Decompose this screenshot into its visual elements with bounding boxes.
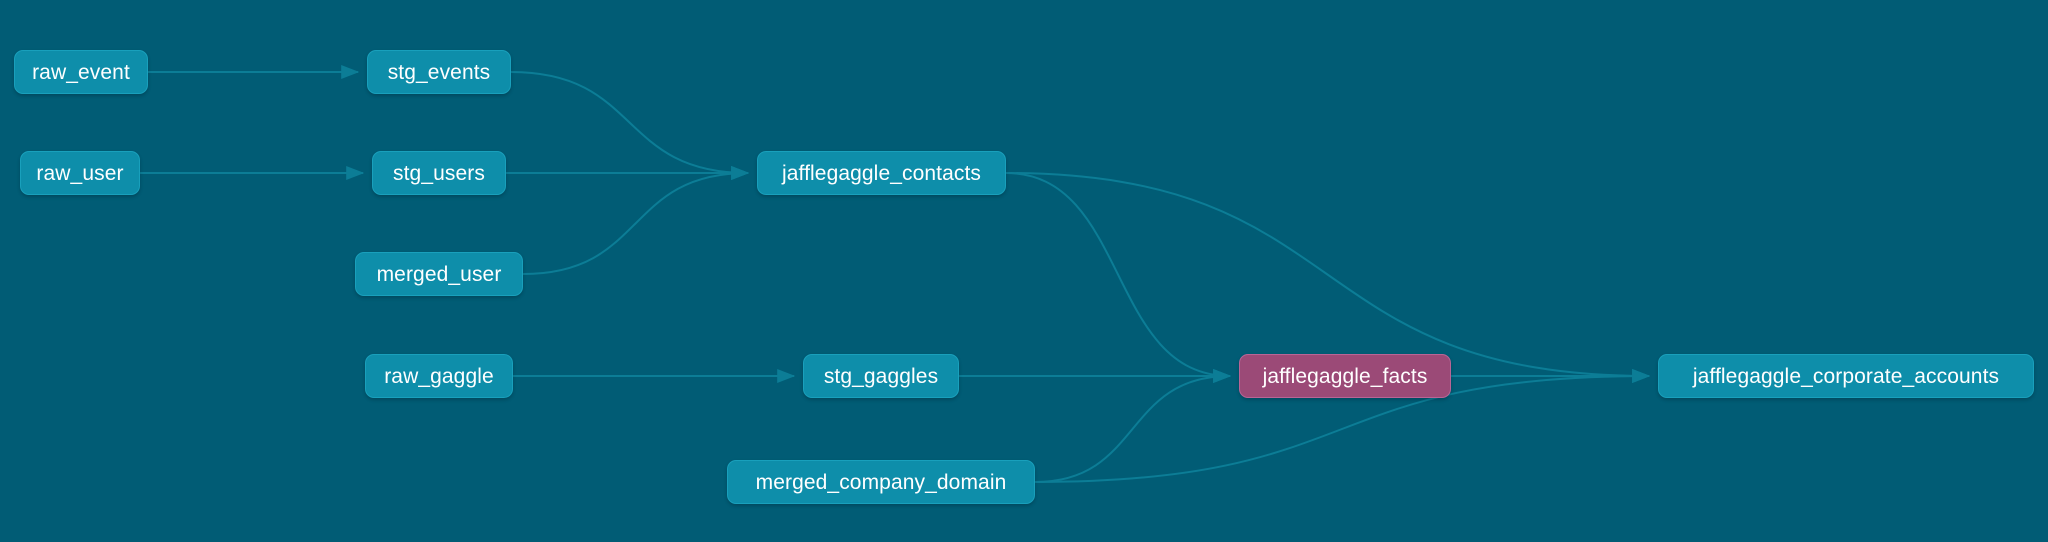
graph-node-label: stg_events bbox=[387, 60, 491, 84]
graph-node-label: jafflegaggle_corporate_accounts bbox=[1692, 364, 2000, 388]
graph-node-stg_gaggles[interactable]: stg_gaggles bbox=[803, 354, 959, 398]
graph-node-raw_event[interactable]: raw_event bbox=[14, 50, 148, 94]
graph-edge-merged_company_domain-to-jafflegaggle_facts bbox=[1034, 369, 1232, 483]
graph-node-raw_user[interactable]: raw_user bbox=[20, 151, 140, 195]
graph-node-jafflegaggle_contacts[interactable]: jafflegaggle_contacts bbox=[757, 151, 1006, 195]
graph-edge-jafflegaggle_contacts-to-jafflegaggle_corporate_accounts bbox=[1005, 172, 1651, 383]
graph-node-label: stg_gaggles bbox=[823, 364, 939, 388]
graph-node-label: stg_users bbox=[393, 161, 485, 185]
graph-node-label: raw_event bbox=[32, 60, 130, 84]
graph-node-label: jafflegaggle_contacts bbox=[781, 161, 982, 185]
graph-node-label: raw_user bbox=[36, 161, 124, 185]
graph-node-label: merged_company_domain bbox=[755, 470, 1007, 494]
graph-node-label: raw_gaggle bbox=[384, 364, 494, 388]
graph-node-jafflegaggle_corporate_accounts[interactable]: jafflegaggle_corporate_accounts bbox=[1658, 354, 2034, 398]
graph-node-stg_events[interactable]: stg_events bbox=[367, 50, 511, 94]
graph-node-merged_company_domain[interactable]: merged_company_domain bbox=[727, 460, 1035, 504]
graph-node-stg_users[interactable]: stg_users bbox=[372, 151, 506, 195]
graph-node-label: merged_user bbox=[376, 262, 502, 286]
graph-edge-jafflegaggle_contacts-to-jafflegaggle_facts bbox=[1005, 172, 1232, 383]
graph-node-jafflegaggle_facts[interactable]: jafflegaggle_facts bbox=[1239, 354, 1451, 398]
graph-edge-merged_user-to-jafflegaggle_contacts bbox=[522, 166, 750, 275]
graph-node-raw_gaggle[interactable]: raw_gaggle bbox=[365, 354, 513, 398]
graph-node-label: jafflegaggle_facts bbox=[1262, 364, 1428, 388]
graph-edge-stg_events-to-jafflegaggle_contacts bbox=[510, 71, 750, 180]
graph-node-merged_user[interactable]: merged_user bbox=[355, 252, 523, 296]
